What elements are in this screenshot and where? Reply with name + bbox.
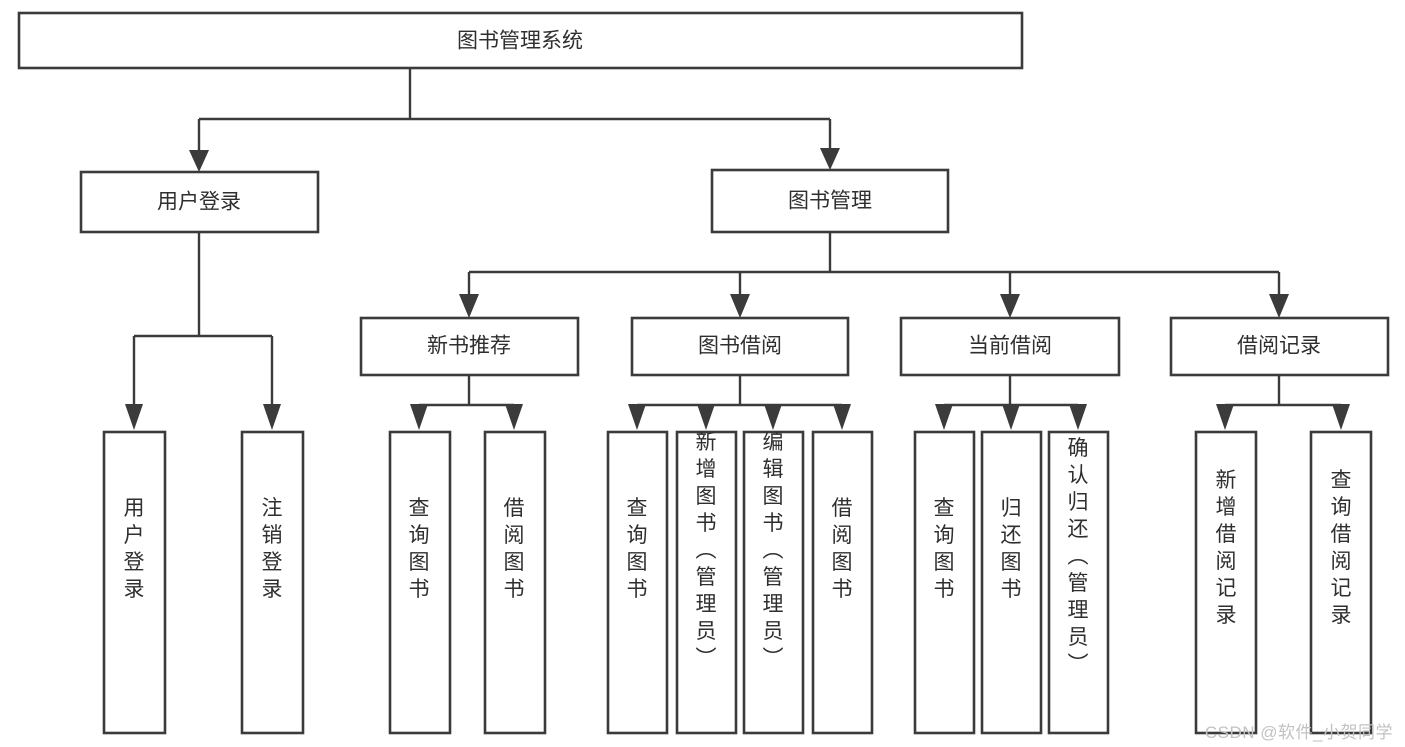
leaf-current-borrow-3-box[interactable] [1047, 430, 1110, 735]
arrowhead-records [1269, 294, 1289, 318]
leaf-new-books-1-label: 查询图书 [409, 497, 430, 601]
arrowhead-records-leaf-2 [1332, 404, 1350, 430]
arrowhead-borrow-leaf-2 [697, 404, 715, 430]
node-user-login[interactable]: 用户登录 [79, 170, 320, 234]
arrowhead-new-books [459, 294, 479, 318]
arrowhead-user-login [189, 150, 209, 172]
node-borrow-records-box[interactable] [1169, 316, 1390, 377]
node-borrow-records-label: 借阅记录 [1237, 335, 1321, 358]
arrowhead-user-login-leaf-1 [125, 404, 143, 430]
node-book-management[interactable]: 图书管理 [710, 168, 950, 234]
leaf-book-borrow-2[interactable]: 新增图书︵管理员︶ [675, 430, 738, 735]
leaf-book-borrow-1[interactable]: 查询图书 [606, 430, 669, 735]
node-root-label: 图书管理系统 [457, 30, 583, 53]
arrowhead-new-books-leaf-1 [410, 404, 428, 430]
node-user-login-box[interactable] [79, 170, 320, 234]
node-book-management-label: 图书管理 [788, 190, 872, 213]
node-current-borrow-box[interactable] [899, 316, 1121, 377]
node-book-management-box[interactable] [710, 168, 950, 234]
leaf-user-login-1[interactable]: 用户登录 [102, 430, 167, 735]
leaf-borrow-records-1-box[interactable] [1194, 430, 1258, 735]
leaf-user-login-2[interactable]: 注销登录 [240, 430, 305, 735]
leaf-book-borrow-1-label: 查询图书 [627, 497, 648, 601]
leaf-user-login-2-label: 注销登录 [262, 497, 283, 601]
leaf-new-books-1[interactable]: 查询图书 [388, 430, 452, 735]
node-book-borrow-label: 图书借阅 [698, 335, 782, 358]
leaf-book-borrow-4[interactable]: 借阅图书 [811, 430, 874, 735]
arrowhead-current-leaf-2 [1002, 404, 1020, 430]
node-root-box[interactable] [17, 11, 1024, 70]
leaf-user-login-1-label: 用户登录 [124, 497, 145, 601]
leaf-current-borrow-1-box[interactable] [913, 430, 976, 735]
leaf-book-borrow-3-label: 编辑图书︵管理员︶ [763, 431, 784, 670]
leaf-current-borrow-1-label: 查询图书 [934, 497, 955, 601]
arrowhead-book-mgmt [820, 148, 840, 170]
leaf-book-borrow-4-label: 借阅图书 [832, 497, 853, 601]
leaf-borrow-records-2-box[interactable] [1309, 430, 1373, 735]
leaf-book-borrow-3-box[interactable] [742, 430, 805, 735]
arrowhead-current-leaf-3 [1069, 404, 1087, 430]
arrowhead-borrow-leaf-4 [833, 404, 851, 430]
leaf-book-borrow-2-label: 新增图书︵管理员︶ [696, 431, 717, 670]
arrowhead-records-leaf-1 [1216, 404, 1234, 430]
node-new-book-recommend[interactable]: 新书推荐 [359, 316, 580, 377]
leaf-current-borrow-2-label: 归还图书 [1001, 497, 1022, 601]
leaf-new-books-2[interactable]: 借阅图书 [483, 430, 547, 735]
node-root[interactable]: 图书管理系统 [17, 11, 1024, 70]
leaf-new-books-2-label: 借阅图书 [504, 497, 525, 601]
leaf-new-books-2-box[interactable] [483, 430, 547, 735]
node-book-borrow-box[interactable] [630, 316, 850, 377]
node-new-book-recommend-label: 新书推荐 [427, 335, 511, 358]
leaf-book-borrow-3[interactable]: 编辑图书︵管理员︶ [742, 430, 805, 735]
arrowhead-new-books-leaf-2 [505, 404, 523, 430]
node-current-borrow-label: 当前借阅 [968, 335, 1052, 358]
leaf-user-login-1-box[interactable] [102, 430, 167, 735]
node-new-book-recommend-box[interactable] [359, 316, 580, 377]
arrowhead-borrow-leaf-1 [628, 404, 646, 430]
node-user-login-label: 用户登录 [157, 191, 241, 214]
leaf-borrow-records-1-label: 新增借阅记录 [1216, 469, 1237, 627]
arrowhead-current [1000, 294, 1020, 318]
leaf-borrow-records-2-label: 查询借阅记录 [1331, 469, 1352, 627]
node-borrow-records[interactable]: 借阅记录 [1169, 316, 1390, 377]
leaf-current-borrow-3[interactable]: 确认归还︵管理员︶ [1047, 430, 1110, 735]
leaf-book-borrow-2-box[interactable] [675, 430, 738, 735]
arrowhead-current-leaf-1 [935, 404, 953, 430]
leaf-new-books-1-box[interactable] [388, 430, 452, 735]
arrowhead-layer [125, 148, 1350, 430]
leaf-book-borrow-1-box[interactable] [606, 430, 669, 735]
leaf-book-borrow-4-box[interactable] [811, 430, 874, 735]
leaf-current-borrow-2-box[interactable] [980, 430, 1043, 735]
arrowhead-borrow-leaf-3 [764, 404, 782, 430]
leaf-current-borrow-1[interactable]: 查询图书 [913, 430, 976, 735]
leaf-borrow-records-1[interactable]: 新增借阅记录 [1194, 430, 1258, 735]
csdn-watermark: CSDN @软件_小贺同学 [1204, 723, 1393, 742]
leaf-borrow-records-2[interactable]: 查询借阅记录 [1309, 430, 1373, 735]
leaf-current-borrow-2[interactable]: 归还图书 [980, 430, 1043, 735]
node-book-borrow[interactable]: 图书借阅 [630, 316, 850, 377]
arrowhead-borrow [730, 294, 750, 318]
leaf-current-borrow-3-label: 确认归还︵管理员︶ [1068, 437, 1089, 676]
arrowhead-user-login-leaf-2 [263, 404, 281, 430]
leaf-user-login-2-box[interactable] [240, 430, 305, 735]
node-current-borrow[interactable]: 当前借阅 [899, 316, 1121, 377]
